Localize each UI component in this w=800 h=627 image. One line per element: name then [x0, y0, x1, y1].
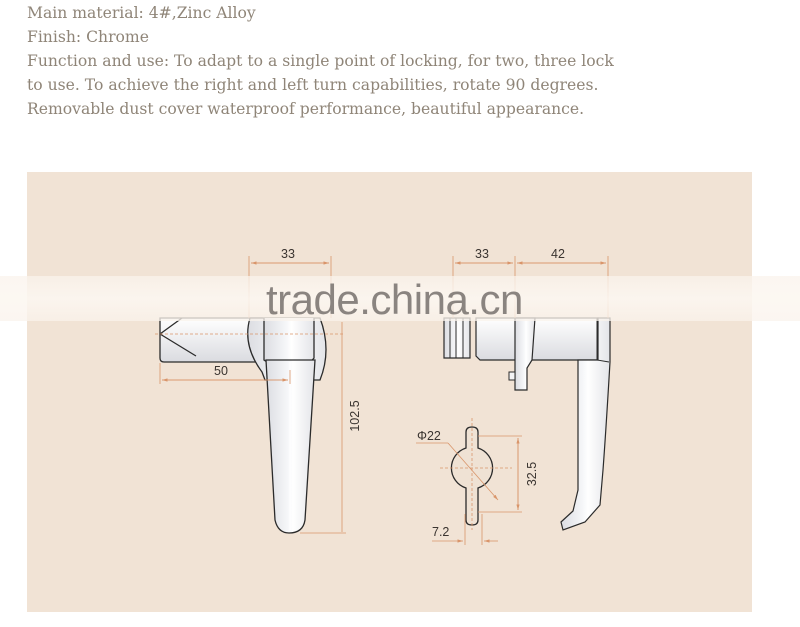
- dimension-102-5: 102.5: [300, 322, 362, 534]
- dim-label-7-2: 7.2: [432, 525, 449, 539]
- cutout-view: Φ22 32.5 7.2: [416, 418, 539, 545]
- description-function-line-3: Removable dust cover waterproof performa…: [27, 100, 585, 118]
- description-material: Main material: 4#,Zinc Alloy: [27, 4, 256, 22]
- technical-drawing-panel: [27, 172, 752, 612]
- product-description: Main material: 4#,Zinc Alloy Finish: Chr…: [27, 1, 797, 121]
- dim-label-32-5: 32.5: [525, 462, 539, 486]
- side-view: 33 42: [443, 247, 611, 531]
- description-function-line-1: Function and use: To adapt to a single p…: [27, 52, 614, 70]
- dim-label-33-front: 33: [281, 247, 295, 261]
- dim-label-diameter-22: Φ22: [417, 429, 441, 443]
- dimension-50: 50: [159, 363, 291, 384]
- watermark-text: trade.china.cn: [266, 276, 523, 323]
- dimension-33-42-side: 33 42: [452, 247, 609, 318]
- dim-label-42: 42: [551, 247, 565, 261]
- dim-label-50: 50: [214, 364, 228, 378]
- description-finish: Finish: Chrome: [27, 28, 149, 46]
- dim-label-33-side: 33: [475, 247, 489, 261]
- description-function-line-2: to use. To achieve the right and left tu…: [27, 76, 599, 94]
- dim-label-102-5: 102.5: [348, 400, 362, 431]
- front-view: 33 50 102.5: [155, 247, 362, 534]
- watermark-band: [0, 276, 800, 321]
